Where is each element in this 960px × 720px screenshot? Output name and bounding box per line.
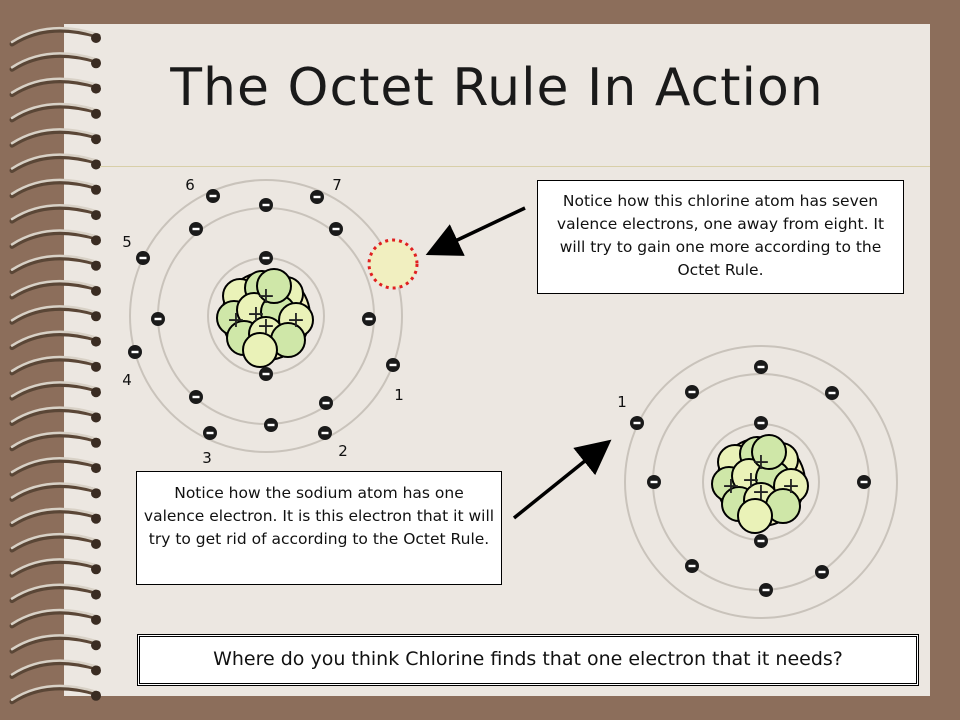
- binding-ring: [9, 128, 101, 148]
- electron: -: [189, 222, 203, 236]
- binding-ring: [9, 634, 101, 654]
- binding-ring: [9, 305, 101, 325]
- binding-ring: [9, 204, 101, 224]
- binding-ring: [9, 431, 101, 452]
- proton-sign: +: [722, 474, 740, 499]
- valence-label: 4: [122, 371, 132, 389]
- binding-ring: [9, 52, 101, 72]
- electron: -: [362, 312, 376, 326]
- valence-label: 6: [185, 176, 195, 194]
- binding-ring: [9, 482, 101, 502]
- electron: -: [151, 312, 165, 326]
- valence-label: 1: [394, 386, 404, 404]
- sodium-note: Notice how the sodium atom has one valen…: [136, 471, 502, 585]
- binding-ring: [9, 381, 101, 401]
- binding-ring: [9, 355, 101, 376]
- valence-label: 2: [338, 442, 348, 460]
- chlorine-vacancy-marker: [367, 238, 419, 290]
- sodium-note-arrow: [512, 439, 612, 520]
- electron: -: [815, 565, 829, 579]
- proton-sign: +: [742, 468, 760, 493]
- electron: -: [259, 198, 273, 212]
- electron: -: [136, 251, 150, 265]
- question-box: Where do you think Chlorine finds that o…: [137, 634, 919, 686]
- electron: -: [319, 396, 333, 410]
- electron: -: [857, 475, 871, 489]
- electron-shell: [624, 345, 898, 619]
- sodium-atom: +++++ ----------- 1: [617, 345, 898, 619]
- valence-label: 1: [617, 393, 627, 411]
- binding-ring: [9, 583, 101, 604]
- binding-ring: [9, 254, 101, 275]
- valence-label: 3: [202, 449, 212, 467]
- chlorine-nucleus: +++++: [216, 268, 314, 368]
- binding-ring: [9, 659, 101, 679]
- proton-sign: +: [257, 314, 275, 339]
- binding-ring: [9, 178, 101, 199]
- proton-sign: +: [782, 474, 800, 499]
- binding-ring: [9, 279, 101, 300]
- electron: -: [759, 583, 773, 597]
- electron: -: [206, 189, 220, 203]
- binding-ring: [9, 532, 101, 553]
- slide-title: The Octet Rule In Action: [170, 58, 824, 118]
- electron: -: [685, 385, 699, 399]
- proton-sign: +: [247, 302, 265, 327]
- binding-ring: [9, 229, 101, 249]
- valence-label: 5: [122, 233, 132, 251]
- electron: -: [825, 386, 839, 400]
- electron: -: [259, 251, 273, 265]
- proton-sign: +: [287, 308, 305, 333]
- binding-ring: [9, 684, 101, 705]
- binding-ring: [9, 558, 101, 578]
- electron: -: [259, 367, 273, 381]
- binding-ring: [9, 457, 101, 477]
- proton-sign: +: [752, 480, 770, 505]
- electron: -: [685, 559, 699, 573]
- chlorine-note-arrow: [425, 206, 526, 256]
- binding-ring: [9, 608, 101, 629]
- electron: -: [630, 416, 644, 430]
- electron: -: [318, 426, 332, 440]
- electron: -: [310, 190, 324, 204]
- electron: -: [754, 534, 768, 548]
- binding-ring: [9, 77, 101, 98]
- binding-ring: [9, 406, 101, 426]
- electron: -: [329, 222, 343, 236]
- electron: -: [386, 358, 400, 372]
- electron: -: [754, 360, 768, 374]
- proton-sign: +: [752, 450, 770, 475]
- electron: -: [264, 418, 278, 432]
- electron: -: [128, 345, 142, 359]
- proton-sign: +: [257, 284, 275, 309]
- electron: -: [647, 475, 661, 489]
- electron-shell: [129, 179, 403, 453]
- title-divider: [100, 166, 930, 167]
- binding-ring: [9, 26, 101, 47]
- binding-ring: [9, 330, 101, 351]
- binding-ring: [9, 507, 101, 528]
- binding-ring: [9, 153, 101, 173]
- electron: -: [754, 416, 768, 430]
- electron: -: [203, 426, 217, 440]
- valence-label: 7: [332, 176, 342, 194]
- chlorine-note: Notice how this chlorine atom has seven …: [537, 180, 904, 294]
- proton-sign: +: [227, 308, 245, 333]
- binding-ring: [9, 102, 101, 123]
- sodium-nucleus: +++++: [711, 434, 809, 534]
- electron: -: [189, 390, 203, 404]
